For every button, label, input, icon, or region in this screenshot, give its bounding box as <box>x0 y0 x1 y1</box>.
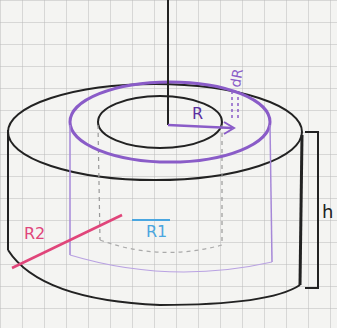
outer-top-ellipse <box>8 84 302 180</box>
shell-side-left <box>69 125 71 255</box>
shell-side-right <box>270 125 272 262</box>
radius-label: R <box>192 106 203 122</box>
height-label: h <box>322 203 333 221</box>
shell-ellipse <box>70 82 270 162</box>
r1-label: R1 <box>146 224 167 240</box>
inner-bottom <box>100 240 222 252</box>
outer-bottom <box>8 250 300 305</box>
radius-line <box>168 125 232 128</box>
inner-hole <box>98 96 222 148</box>
outer-side-left <box>7 130 9 250</box>
height-bracket <box>305 132 318 288</box>
dr-label: dR <box>228 68 245 89</box>
axis-line <box>167 0 169 125</box>
inner-side-left <box>98 125 100 240</box>
shell-bottom <box>70 255 272 272</box>
dr-marks <box>232 92 238 118</box>
radius-arrowhead <box>224 122 234 134</box>
outer-side-right <box>300 135 302 285</box>
inner-side-right <box>221 125 222 245</box>
r2-line <box>12 215 122 268</box>
r1-line <box>132 219 170 221</box>
r2-label: R2 <box>24 226 45 242</box>
